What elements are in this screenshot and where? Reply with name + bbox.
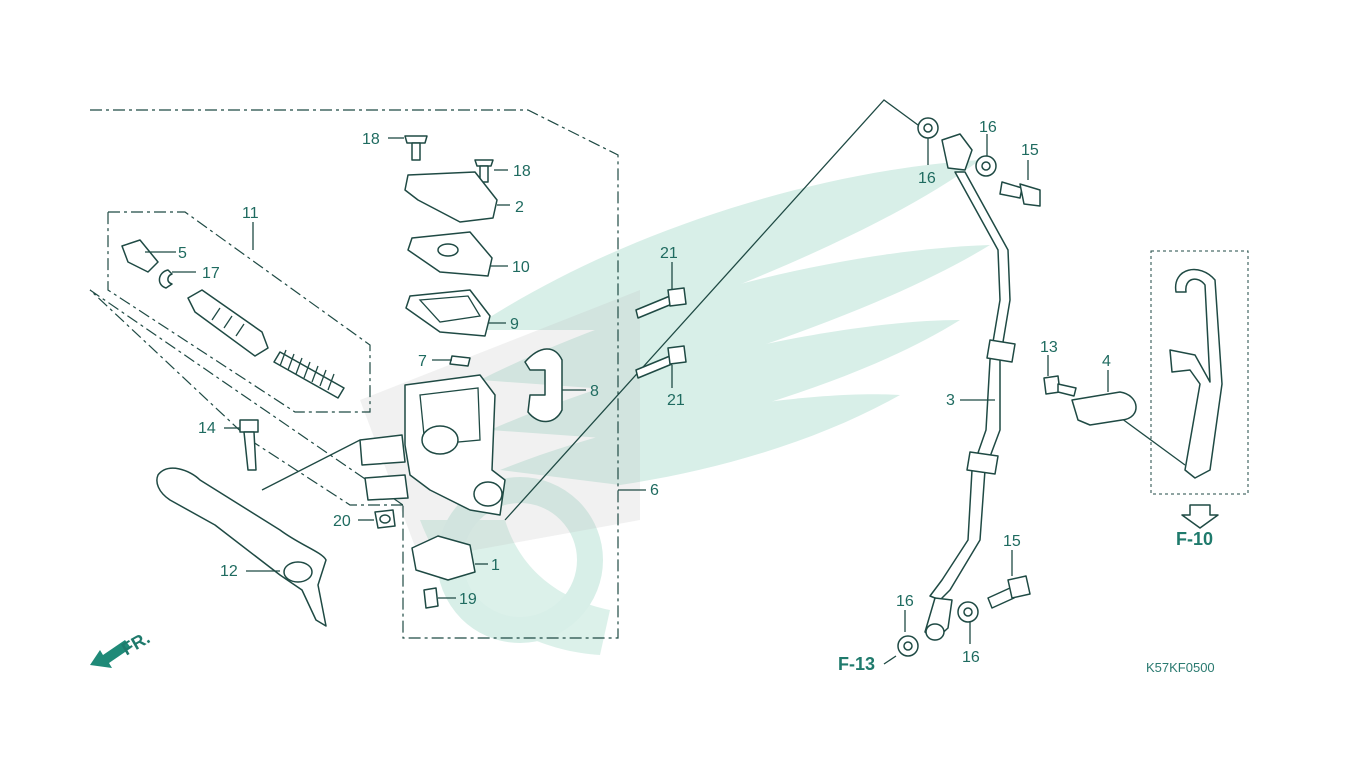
screw-18-top (404, 135, 428, 161)
hose-leader-line (504, 99, 919, 521)
label-4: 4 (1102, 353, 1111, 370)
pivot-bolt-14 (239, 419, 259, 471)
label-2: 2 (515, 199, 524, 216)
piston-boot-5 (121, 239, 159, 273)
label-7: 7 (418, 353, 427, 370)
brake-light-switch-1 (411, 535, 476, 581)
screw-18-right (474, 159, 494, 183)
hose-clamp-4 (1071, 391, 1137, 426)
reference-f13[interactable]: F-13 (838, 654, 875, 674)
body-lever-mount-lower (364, 474, 409, 501)
nut-hole (379, 514, 391, 524)
holder-bolt-21-lower (635, 345, 687, 379)
bolt-leader-line (261, 439, 361, 491)
piston-spring (273, 349, 345, 399)
label-17: 17 (202, 265, 220, 282)
washer-hole (923, 123, 933, 133)
washer-hole (963, 607, 973, 617)
label-21-upper: 21 (660, 245, 678, 262)
diagram-code: K57KF0500 (1146, 660, 1215, 675)
label-15-top: 15 (1021, 142, 1039, 159)
brake-hose-3 (929, 171, 1011, 601)
front-direction-label: FR. (118, 627, 153, 659)
reference-f10[interactable]: F-10 (1176, 529, 1213, 549)
label-18-right: 18 (513, 163, 531, 180)
piston-cups (211, 307, 245, 337)
screw-19 (423, 587, 439, 609)
label-3: 3 (946, 392, 955, 409)
banjo-eye (925, 623, 945, 641)
body-port (421, 425, 459, 455)
label-1: 1 (491, 557, 500, 574)
body-bore (419, 387, 481, 446)
label-16-bottom-right: 16 (962, 649, 980, 666)
label-8: 8 (590, 383, 599, 400)
bolt-13 (1043, 375, 1077, 397)
label-13: 13 (1040, 339, 1058, 356)
diaphragm-inner (418, 295, 482, 323)
oil-bolt-15-top (999, 181, 1041, 207)
reservoir-cap-2 (404, 171, 498, 223)
hose-collar (986, 339, 1016, 363)
label-18-top: 18 (362, 131, 380, 148)
hose-collar-lower (966, 451, 999, 475)
front-direction-arrow-icon (90, 640, 131, 668)
hose-guide-bracket (1169, 268, 1223, 479)
label-11: 11 (242, 205, 259, 222)
label-leader-lines (145, 134, 1109, 665)
lever-bracket-boundary (1150, 250, 1249, 495)
label-19: 19 (459, 591, 477, 608)
plate-hole (437, 243, 459, 257)
hose-fitting-top (941, 133, 973, 171)
label-9: 9 (510, 316, 519, 333)
watermark-dot-pattern (360, 290, 640, 560)
circlip-17 (158, 269, 173, 289)
label-16-top-left: 16 (918, 170, 936, 187)
body-lever-mount (359, 434, 406, 466)
label-15-bottom: 15 (1003, 533, 1021, 550)
oil-bolt-15-bottom (987, 575, 1031, 609)
holder-bolt-21-upper (635, 287, 687, 319)
label-16-top-right: 16 (979, 119, 997, 136)
diaphragm-9 (405, 289, 491, 337)
lever-pivot-hole (283, 561, 313, 583)
label-5: 5 (178, 245, 187, 262)
down-arrow-icon (1181, 504, 1219, 529)
piston-kit-boundary-11 (107, 211, 371, 413)
label-16-bottom-left: 16 (896, 593, 914, 610)
label-10: 10 (512, 259, 530, 276)
label-20: 20 (333, 513, 351, 530)
label-12: 12 (220, 563, 238, 580)
brake-lever-12 (156, 467, 327, 627)
washer-hole (903, 641, 913, 651)
label-6: 6 (650, 482, 659, 499)
label-14: 14 (198, 420, 216, 437)
body-outlet (473, 481, 503, 507)
master-cylinder-holder-8 (524, 348, 563, 423)
label-21-lower: 21 (667, 392, 685, 409)
float-clip-7 (449, 355, 471, 367)
washer-hole (981, 161, 991, 171)
